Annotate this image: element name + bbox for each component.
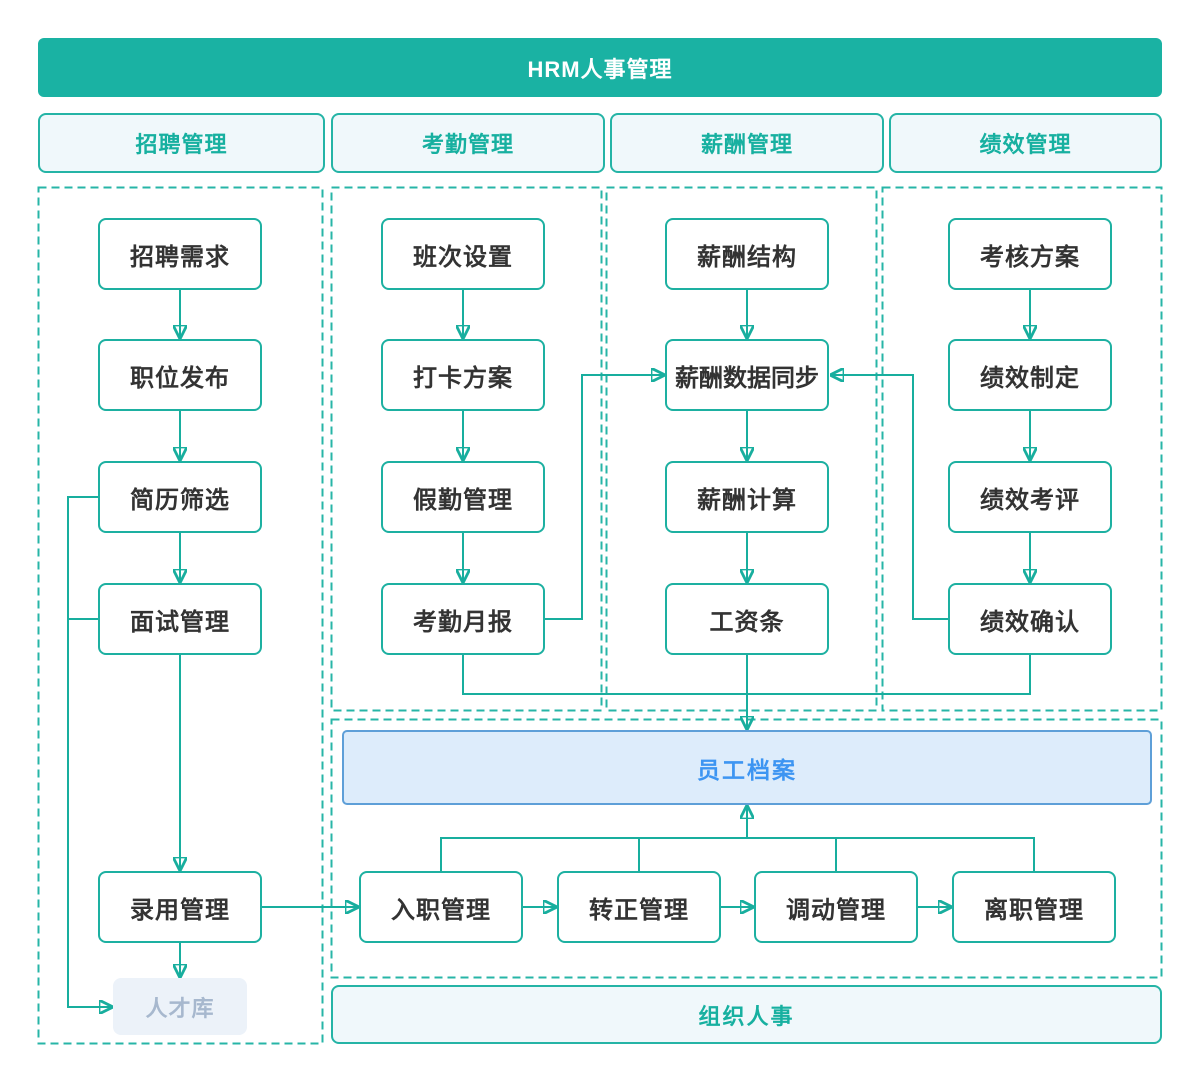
edge-resume-screening-to-talent-pool — [67, 496, 113, 1007]
attendance-container-outline — [330, 186, 603, 712]
tab-compensation: 薪酬管理 — [610, 113, 884, 173]
node-onboarding: 入职管理 — [359, 871, 523, 943]
node-probation-confirmation: 转正管理 — [557, 871, 721, 943]
edge-reports-merge-line — [462, 655, 1031, 695]
edge-lifecycle-collector-line — [440, 837, 1035, 871]
node-offboarding: 离职管理 — [952, 871, 1116, 943]
node-hiring-management: 录用管理 — [98, 871, 262, 943]
performance-container-outline — [881, 186, 1163, 712]
node-assessment-plan: 考核方案 — [948, 218, 1112, 290]
node-leave-attendance: 假勤管理 — [381, 461, 545, 533]
node-performance-review: 绩效考评 — [948, 461, 1112, 533]
node-transfer: 调动管理 — [754, 871, 918, 943]
node-resume-screening: 简历筛选 — [98, 461, 262, 533]
tab-attendance: 考勤管理 — [331, 113, 605, 173]
recruitment-container-outline — [37, 186, 324, 1045]
tab-recruitment: 招聘管理 — [38, 113, 325, 173]
node-performance-confirmation: 绩效确认 — [948, 583, 1112, 655]
node-interview-management: 面试管理 — [98, 583, 262, 655]
node-recruit-demand: 招聘需求 — [98, 218, 262, 290]
edge-monthly-report-to-salary-sync — [545, 375, 665, 620]
node-clock-in-plan: 打卡方案 — [381, 339, 545, 411]
node-salary-data-sync: 薪酬数据同步 — [665, 339, 829, 411]
node-job-posting: 职位发布 — [98, 339, 262, 411]
node-attendance-monthly-report: 考勤月报 — [381, 583, 545, 655]
employee-archive-bar: 员工档案 — [342, 730, 1152, 805]
node-salary-calculation: 薪酬计算 — [665, 461, 829, 533]
org-personnel-bar: 组织人事 — [331, 985, 1162, 1044]
compensation-container-outline — [605, 186, 878, 712]
archive-lifecycle-container-outline — [330, 718, 1163, 979]
edge-confirmation-to-salary-sync — [830, 375, 948, 620]
tab-performance: 绩效管理 — [889, 113, 1162, 173]
node-payslip: 工资条 — [665, 583, 829, 655]
node-talent-pool: 人才库 — [113, 978, 247, 1035]
page-title: HRM人事管理 — [38, 38, 1162, 97]
node-shift-setting: 班次设置 — [381, 218, 545, 290]
node-salary-structure: 薪酬结构 — [665, 218, 829, 290]
node-performance-planning: 绩效制定 — [948, 339, 1112, 411]
